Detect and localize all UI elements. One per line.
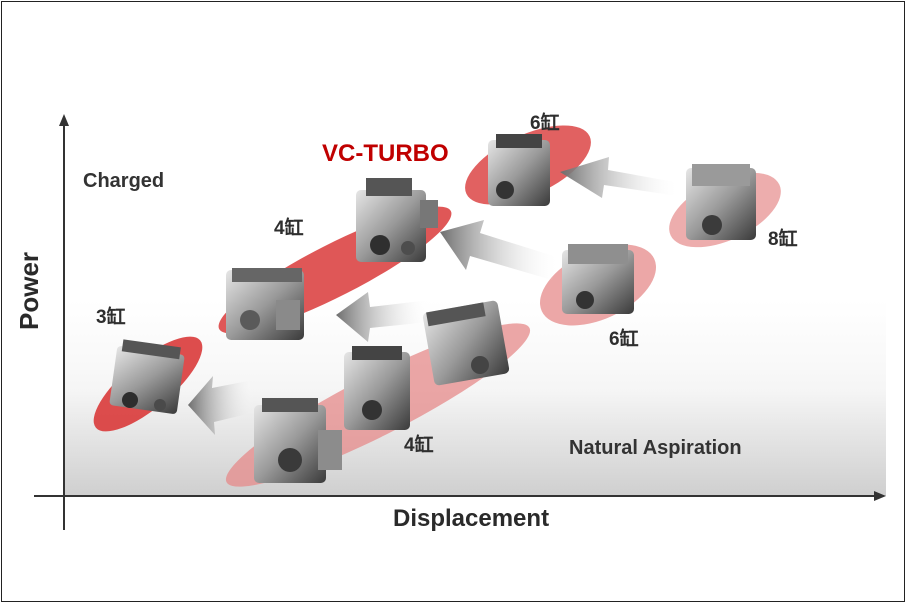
label-3cyl-charged: 3缸 bbox=[96, 307, 126, 328]
label-6cyl-na: 6缸 bbox=[609, 329, 639, 350]
x-axis bbox=[34, 491, 886, 501]
label-4cyl-na: 4缸 bbox=[404, 435, 434, 456]
engine-vcturbo bbox=[356, 178, 438, 262]
downsizing-arrows bbox=[188, 157, 680, 435]
arrow-to-vcturbo bbox=[440, 220, 560, 280]
engine-4cyl-na-mid bbox=[344, 346, 410, 430]
engine-4cyl-na-large bbox=[422, 300, 510, 386]
label-8cyl-na: 8缸 bbox=[768, 229, 798, 250]
natural-aspiration-label: Natural Aspiration bbox=[569, 437, 742, 459]
engine-6cyl-na bbox=[562, 244, 634, 314]
arrow-to-6cyl bbox=[560, 157, 680, 198]
x-axis-label: Displacement bbox=[393, 505, 550, 532]
arrow-to-3cyl bbox=[188, 376, 256, 435]
engine-4cyl-na-small bbox=[254, 398, 342, 483]
engine-4cyl-charged bbox=[226, 268, 304, 340]
engine-3cyl-charged bbox=[109, 339, 185, 414]
charged-region-label: Charged bbox=[83, 170, 165, 192]
y-axis bbox=[59, 114, 69, 530]
engine-8cyl-na bbox=[686, 164, 756, 240]
y-axis-label: Power bbox=[14, 251, 44, 330]
engine-6cyl-charged bbox=[488, 134, 550, 206]
label-4cyl-charged: 4缸 bbox=[274, 218, 304, 239]
arrow-to-4cyl bbox=[336, 292, 430, 342]
label-6cyl-charged: 6缸 bbox=[530, 113, 560, 134]
vc-turbo-label: VC-TURBO bbox=[322, 140, 449, 167]
